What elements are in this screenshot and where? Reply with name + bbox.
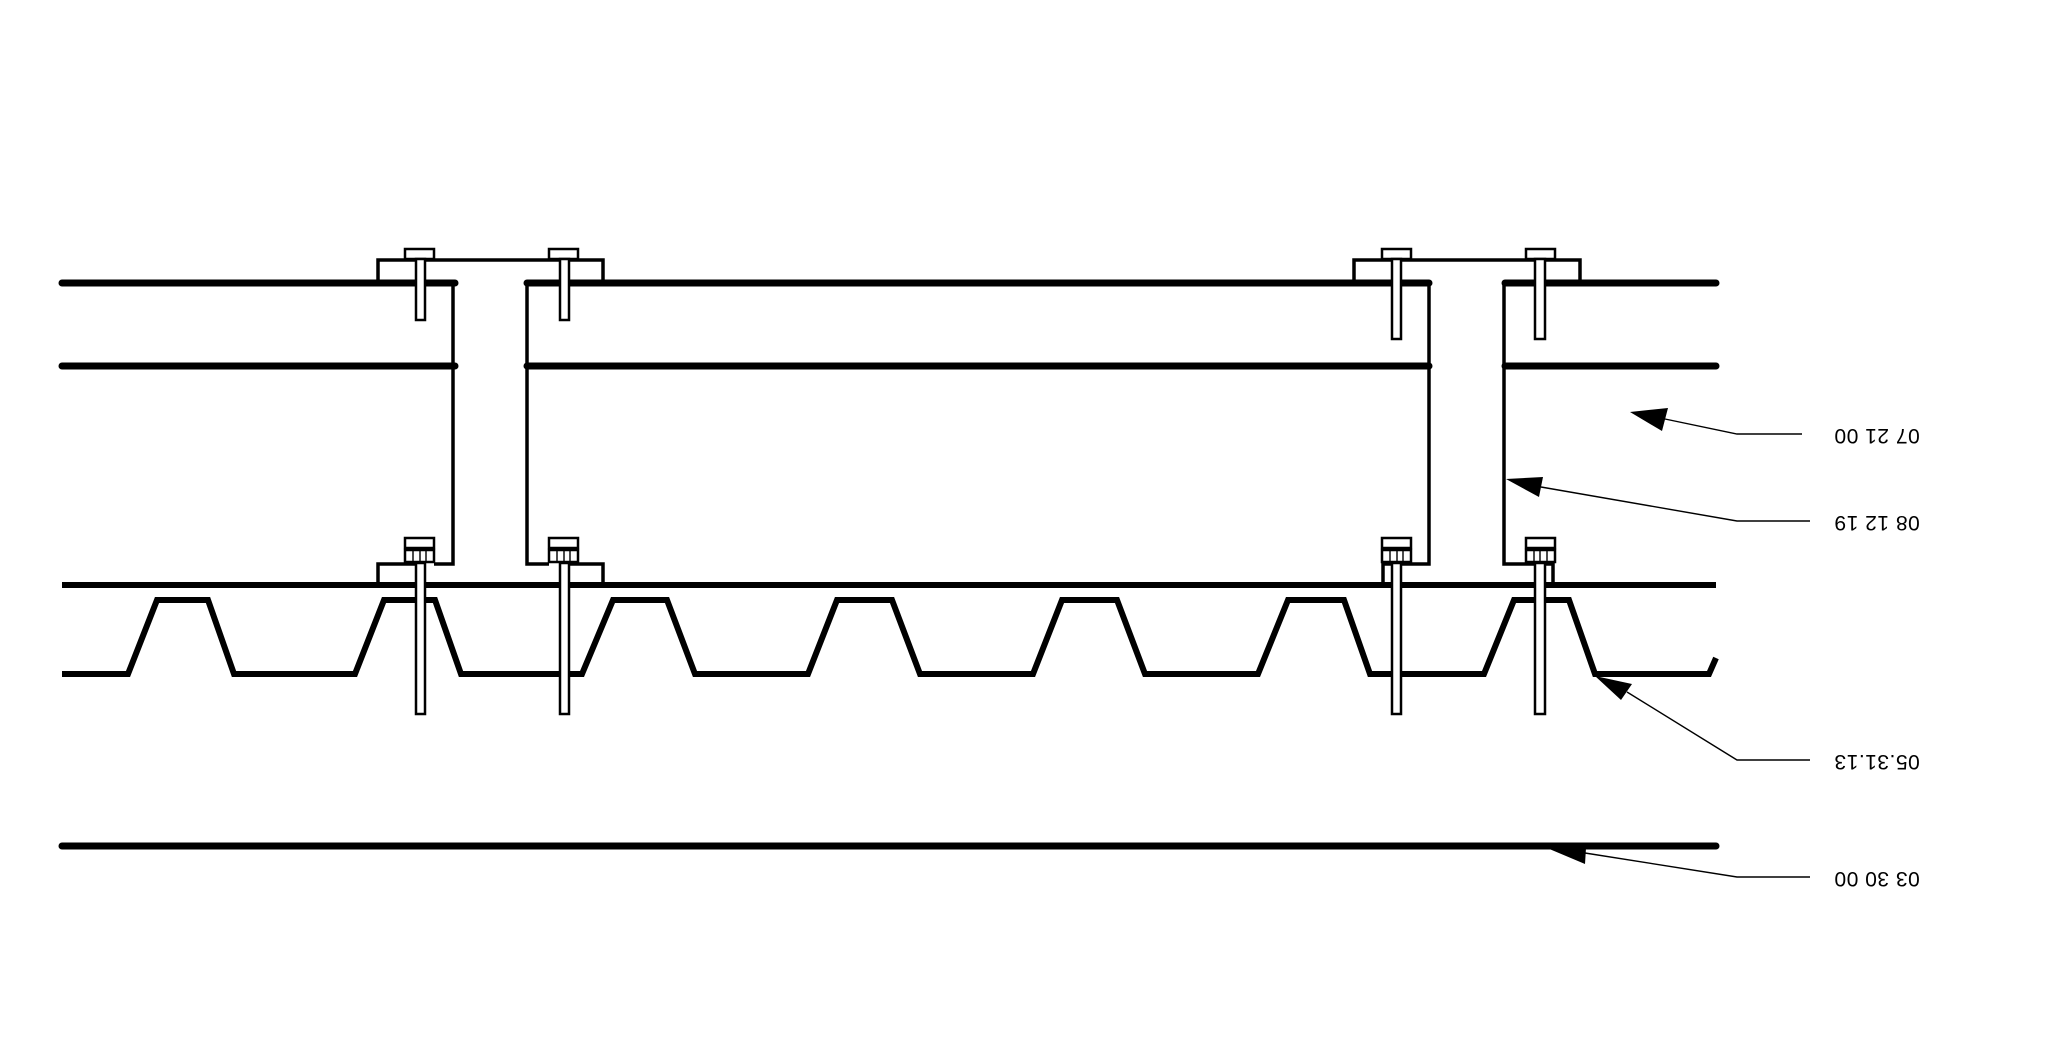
- callout-label-metal-deck: 05.31.13: [1834, 750, 1920, 773]
- arrowhead-icon: [1506, 477, 1543, 497]
- bolt-top-4: [1524, 247, 1557, 341]
- metal-deck-profile: [62, 597, 1719, 677]
- arrowhead-icon: [1630, 408, 1668, 431]
- bolt-bottom-3: [1380, 536, 1413, 716]
- frame-right-joint: [1352, 258, 1582, 585]
- bottom-bolts: [403, 536, 1557, 716]
- leader-concrete: [1547, 848, 1810, 878]
- leader-purlin-frame: [1506, 477, 1810, 522]
- leader-roof-insulation: [1630, 408, 1802, 435]
- callout-label-purlin-frame: 08 12 19: [1834, 511, 1920, 534]
- frame-left-joint: [376, 258, 605, 585]
- callout-label-roof-insulation: 07 21 00: [1834, 424, 1920, 447]
- top-bolts: [403, 247, 1557, 341]
- leader-metal-deck: [1595, 676, 1810, 761]
- arrowhead-icon: [1547, 848, 1586, 864]
- bolt-top-1: [403, 247, 436, 322]
- callout-label-concrete: 03 30 00: [1834, 867, 1920, 890]
- bolt-bottom-4: [1524, 536, 1557, 716]
- bolt-bottom-2: [547, 536, 580, 716]
- bolt-top-2: [547, 247, 580, 322]
- bolt-bottom-1: [403, 536, 436, 716]
- bolt-top-3: [1380, 247, 1413, 341]
- arrowhead-icon: [1595, 676, 1632, 700]
